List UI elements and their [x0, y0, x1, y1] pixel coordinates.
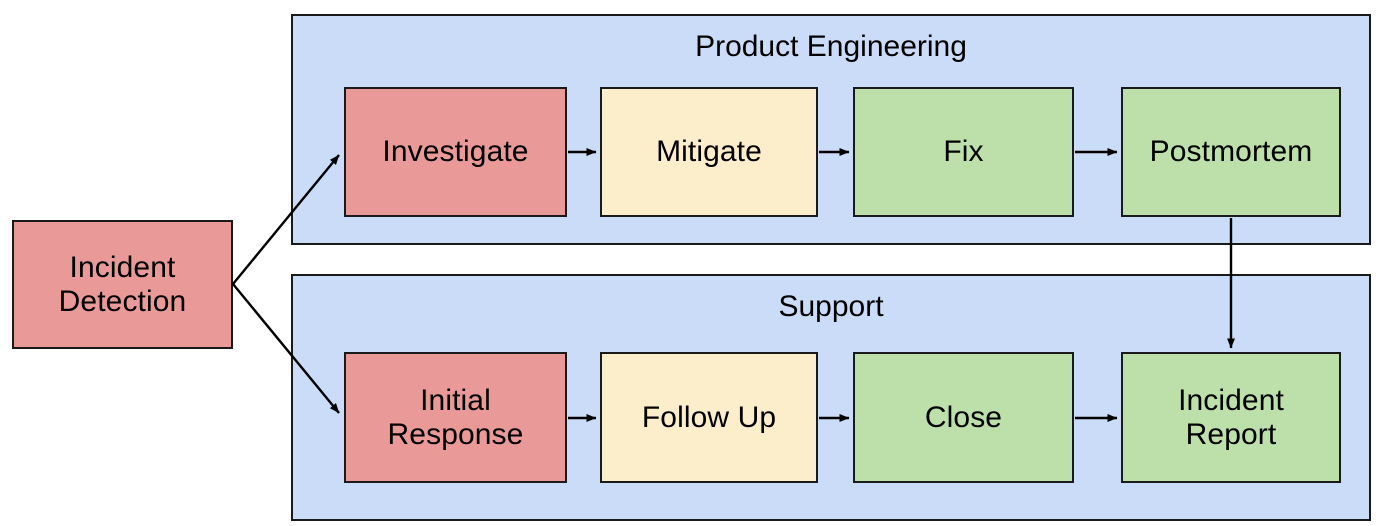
node-investigate-label: Investigate	[382, 135, 529, 169]
node-initial-response-label: Initial Response	[387, 383, 524, 451]
lane-title-product-engineering: Product Engineering	[695, 30, 967, 63]
node-close[interactable]: Close	[853, 352, 1074, 483]
node-incident-detection[interactable]: Incident Detection	[12, 220, 233, 349]
node-postmortem-label: Postmortem	[1149, 135, 1313, 169]
node-mitigate[interactable]: Mitigate	[600, 87, 818, 217]
node-initial-response[interactable]: Initial Response	[344, 352, 567, 483]
node-follow-up-label: Follow Up	[641, 400, 777, 434]
node-fix[interactable]: Fix	[853, 87, 1074, 217]
node-follow-up[interactable]: Follow Up	[600, 352, 818, 483]
node-incident-detection-label: Incident Detection	[58, 250, 187, 318]
lane-title-support: Support	[778, 290, 884, 323]
node-incident-report-label: Incident Report	[1178, 383, 1284, 451]
node-fix-label: Fix	[943, 135, 984, 169]
node-postmortem[interactable]: Postmortem	[1121, 87, 1341, 217]
node-investigate[interactable]: Investigate	[344, 87, 567, 217]
node-close-label: Close	[924, 400, 1003, 434]
node-mitigate-label: Mitigate	[656, 135, 762, 169]
node-incident-report[interactable]: Incident Report	[1121, 352, 1341, 483]
